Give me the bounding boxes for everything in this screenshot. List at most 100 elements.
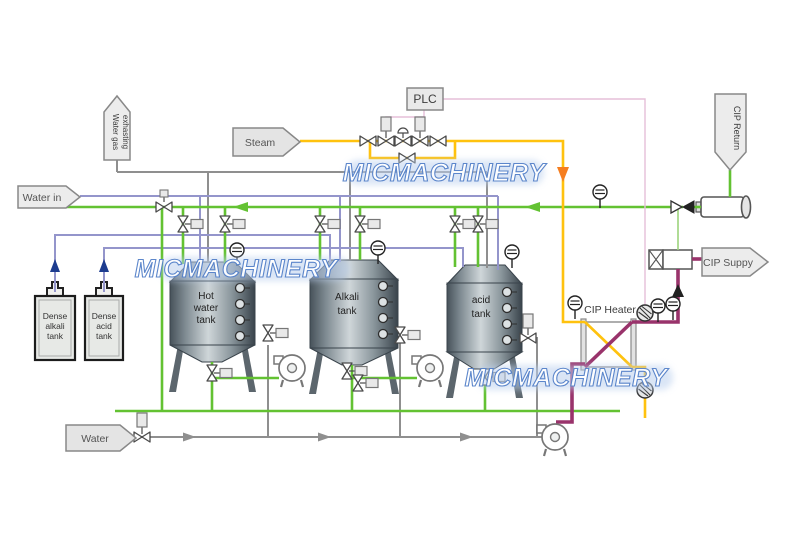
can-inner	[88, 299, 120, 357]
water-gas-label-1: Water gas	[111, 114, 120, 150]
gray-pipes	[116, 160, 543, 438]
dense-acid-label-1: Dense	[92, 311, 117, 321]
dark-arrow	[672, 284, 684, 297]
acid-tank-label-1: acid	[472, 295, 490, 306]
plc-label: PLC	[413, 92, 437, 106]
can-body	[33, 294, 77, 362]
pump-icon	[535, 422, 570, 458]
orange-arrow	[557, 167, 569, 182]
dense-alkali-label-1: Dense	[43, 311, 68, 321]
cip-supply-unit	[648, 249, 693, 270]
valve-icon	[359, 135, 377, 147]
hot-water-tank-label-1: Hot	[198, 291, 214, 302]
hot-water-nozzles	[234, 282, 250, 342]
flow-arrow-up	[99, 259, 109, 272]
actuated-valve-icon	[377, 116, 395, 147]
unit-x	[648, 249, 664, 270]
actuated-valve-icon	[394, 326, 421, 344]
pump-discharge-pipe	[556, 362, 585, 424]
flow-arrow-right	[183, 432, 196, 442]
green-pipes	[42, 170, 732, 413]
valve-icon	[429, 135, 447, 147]
dense-acid-label-3: tank	[96, 331, 113, 341]
tank-bottom-cone	[309, 347, 399, 366]
can-inner	[38, 299, 72, 357]
valve-icon	[155, 201, 173, 213]
tank-nozzles	[234, 280, 517, 346]
flags: Water gas exhasting Water in Steam Water…	[17, 87, 770, 452]
dense-alkali-label-2: alkali	[45, 321, 64, 331]
tank-legs	[446, 352, 523, 398]
alkali-nozzles	[377, 280, 393, 340]
water-in-flag: Water in	[17, 185, 82, 209]
dense-acid-label-2: acid	[96, 321, 112, 331]
sensor-icon	[636, 304, 654, 322]
actuated-valve-icon	[411, 116, 429, 147]
navy-arrows	[50, 259, 109, 272]
steam-flag: Steam	[232, 127, 302, 157]
check-valve-icon	[670, 200, 695, 214]
flow-arrow-right	[318, 432, 331, 442]
hot-water-tank-label-3: tank	[197, 315, 217, 326]
watermark-text: MICMACHINERY	[135, 255, 340, 283]
actuated-valve-icon	[519, 313, 537, 344]
tank-legs	[169, 345, 256, 392]
tank-bottom-cone	[169, 344, 256, 363]
flow-arrow-left	[233, 202, 248, 212]
cip-supply-label: CIP Suppy	[703, 257, 754, 269]
flow-arrow-up	[672, 284, 684, 297]
watermark: MICMACHINERY	[134, 254, 350, 284]
cip-return-label: CIP Return	[732, 106, 742, 150]
cip-heater-label: CIP Heater	[584, 304, 636, 316]
can-body	[83, 294, 125, 362]
heater-plate-right	[630, 318, 637, 371]
watermarks: MICMACHINERY MICMACHINERY MICMACHINERY	[134, 158, 673, 393]
acid-tank-label-2: tank	[472, 309, 492, 320]
valve-actuator	[159, 189, 169, 198]
water-gas-label-2: exhasting	[121, 115, 130, 149]
signal-line	[441, 98, 646, 306]
tank-top-cone	[445, 264, 524, 285]
flow-arrow-right	[460, 432, 473, 442]
alkali-tank-label-1: Alkali	[335, 292, 359, 303]
gauge-icon	[504, 244, 520, 269]
actuated-valve-icon	[262, 324, 289, 342]
vent-manifold-pipe	[116, 160, 488, 268]
flow-arrow-down	[557, 167, 569, 182]
watermark-text: MICMACHINERY	[343, 159, 548, 187]
cip-supply-flag: CIP Suppy	[701, 247, 770, 277]
filter-cap	[740, 195, 752, 219]
water-in-label: Water in	[23, 192, 62, 204]
watermark-text: MICMACHINERY	[465, 364, 670, 392]
dense-alkali-label-3: tank	[47, 331, 64, 341]
heater-cip-diagonal	[583, 320, 634, 369]
plc-box: PLC	[406, 87, 444, 111]
alkali-tank-label-2: tank	[338, 306, 358, 317]
tank-cip-drops	[181, 207, 480, 267]
valves-and-instruments	[133, 116, 695, 458]
pump-icon	[272, 353, 307, 389]
filter-body	[700, 196, 745, 218]
flow-arrow-left	[525, 202, 540, 212]
watermark: MICMACHINERY	[342, 158, 548, 187]
water-gas-flag: Water gas exhasting	[103, 94, 131, 161]
relief-valve-icon	[394, 127, 412, 147]
flow-arrow-up	[50, 259, 60, 272]
gauge-icon	[567, 295, 583, 320]
dense-acid-can	[83, 281, 125, 362]
cip-return-filter	[695, 195, 752, 219]
water-flag: Water	[65, 424, 138, 452]
dense-alkali-can	[33, 281, 77, 362]
water-in-pipe	[80, 195, 499, 270]
green-arrows	[233, 202, 540, 212]
hot-water-tank-label-2: water	[193, 303, 219, 314]
acid-nozzles	[501, 286, 517, 346]
small-valve	[155, 189, 173, 213]
watermark: MICMACHINERY	[464, 363, 673, 393]
gray-arrows	[183, 432, 473, 442]
pump-icon	[410, 353, 445, 389]
equipment-labels: Hot water tank Alkali tank acid tank Den…	[43, 291, 637, 341]
gauge-icon	[592, 184, 608, 209]
